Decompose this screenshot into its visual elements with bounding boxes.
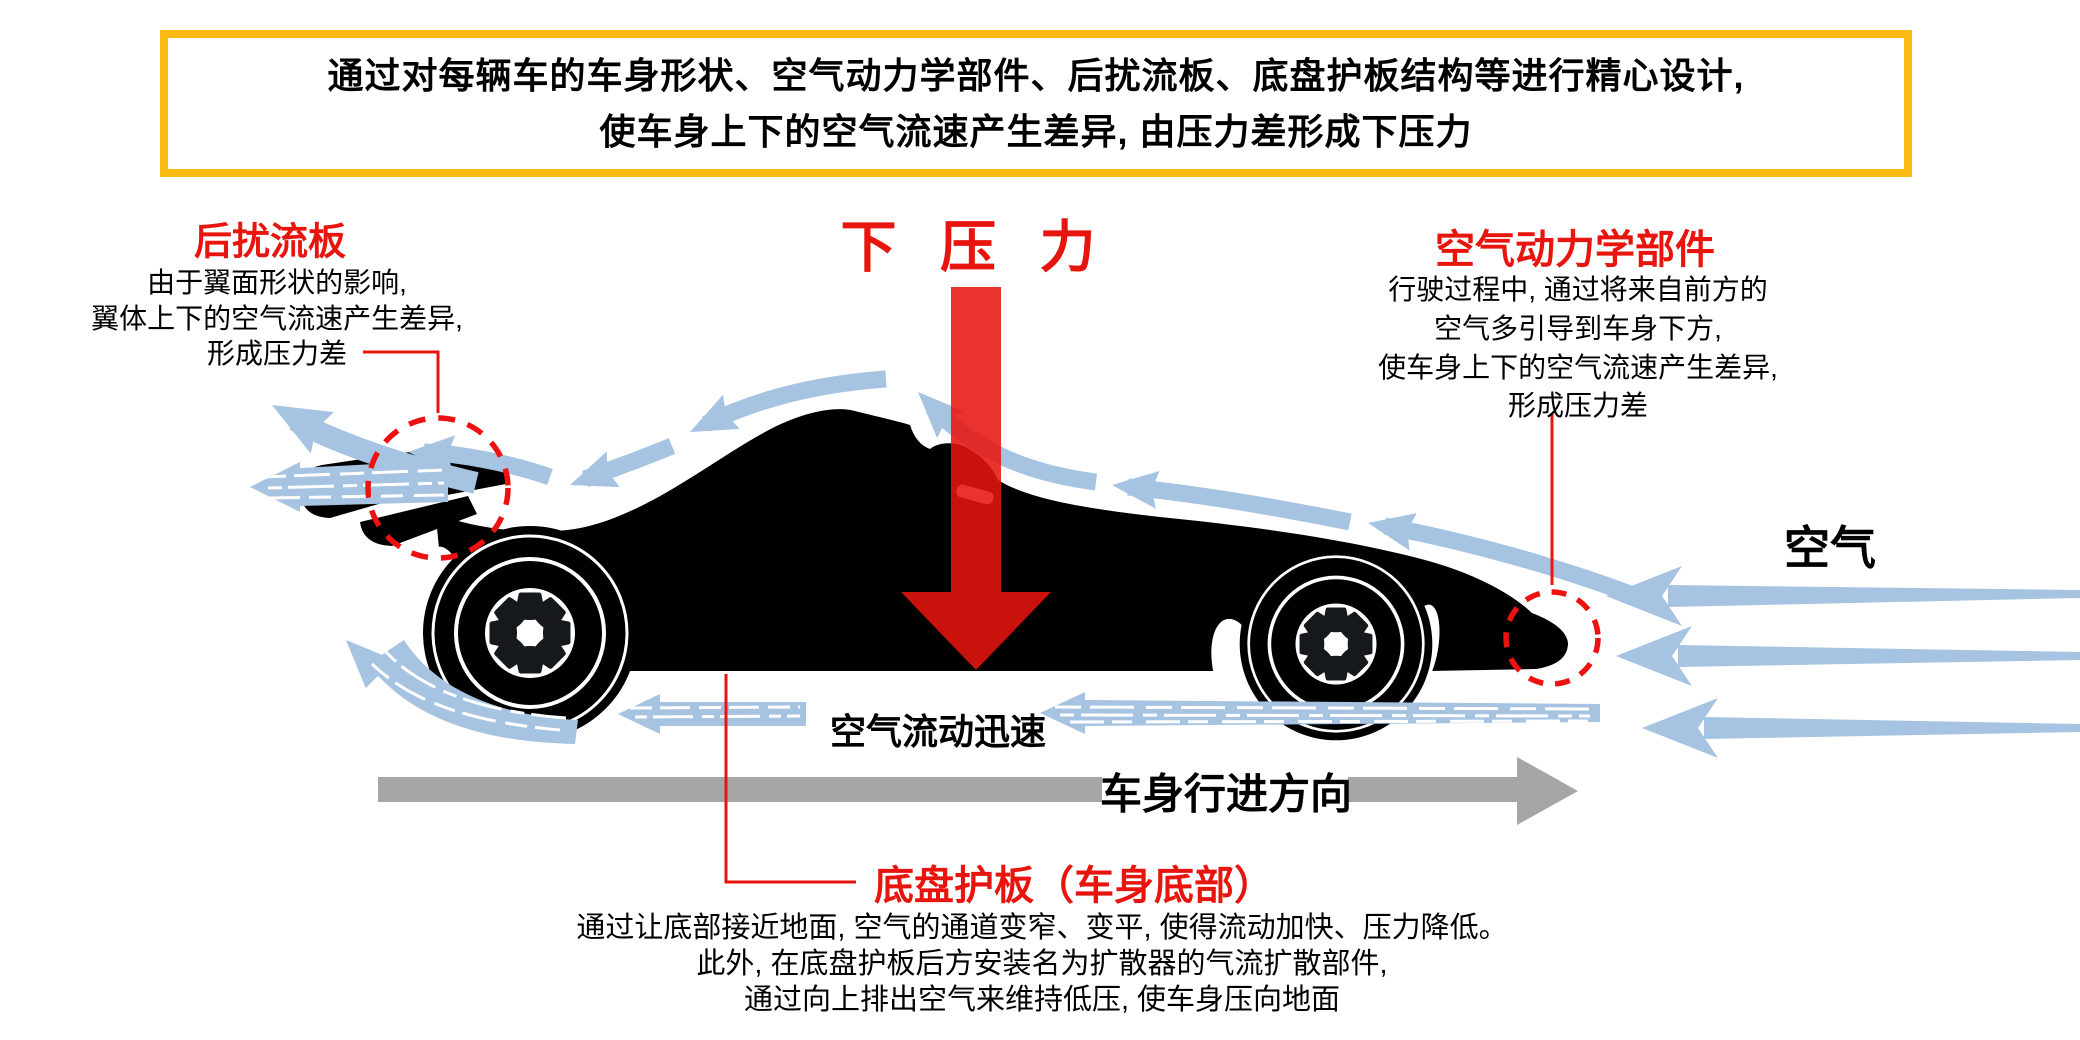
aero-parts-title: 空气动力学部件 xyxy=(1435,228,1715,272)
underbody-connector xyxy=(724,674,856,884)
aero-parts-note-4: 形成压力差 xyxy=(1507,390,1649,421)
underbody-title: 底盘护板（车身底部） xyxy=(874,864,1274,908)
rear-spoiler-note-1: 由于翼面形状的影响, xyxy=(147,267,407,298)
aero-parts-note-1: 行驶过程中, 通过将来自前方的 xyxy=(1388,274,1768,305)
travel-direction-arrow xyxy=(378,757,1578,825)
air-label: 空气 xyxy=(1784,522,1876,574)
underbody-note-2: 此外, 在底盘护板后方安装名为扩散器的气流扩散部件, xyxy=(696,948,1388,980)
rear-spoiler-note-2: 翼体上下的空气流速产生差异, xyxy=(91,303,463,334)
header-banner: 通过对每辆车的车身形状、空气动力学部件、后扰流板、底盘护板结构等进行精心设计, … xyxy=(160,30,1912,177)
underbody-note-1: 通过让底部接近地面, 空气的通道变窄、变平, 使得流动加快、压力降低。 xyxy=(576,912,1508,944)
travel-direction-label: 车身行进方向 xyxy=(1099,770,1353,818)
incoming-air-arrows xyxy=(1606,566,2080,758)
airflow-arrows xyxy=(250,370,2080,758)
rear-spoiler-title: 后扰流板 xyxy=(193,221,347,264)
aero-parts-note-3: 使车身上下的空气流速产生差异, xyxy=(1378,352,1778,383)
rear-wing-highlight-circle xyxy=(365,415,511,561)
banner-line-1: 通过对每辆车的车身形状、空气动力学部件、后扰流板、底盘护板结构等进行精心设计, xyxy=(327,54,1745,96)
streak-texture xyxy=(261,468,1591,732)
rear-spoiler-note-3: 形成压力差 xyxy=(206,338,348,369)
front-wing-highlight-circle xyxy=(1503,589,1601,687)
banner-line-2: 使车身上下的空气流速产生差异, 由压力差形成下压力 xyxy=(599,110,1473,152)
aero-parts-note-2: 空气多引导到车身下方, xyxy=(1434,313,1722,344)
downforce-arrow xyxy=(901,287,1051,670)
downforce-title: 下 压 力 xyxy=(840,215,1110,279)
rear-spoiler-connector xyxy=(363,350,440,413)
underbody-note-3: 通过向上排出空气来维持低压, 使车身压向地面 xyxy=(743,984,1341,1016)
fast-flow-label: 空气流动迅速 xyxy=(829,711,1047,752)
